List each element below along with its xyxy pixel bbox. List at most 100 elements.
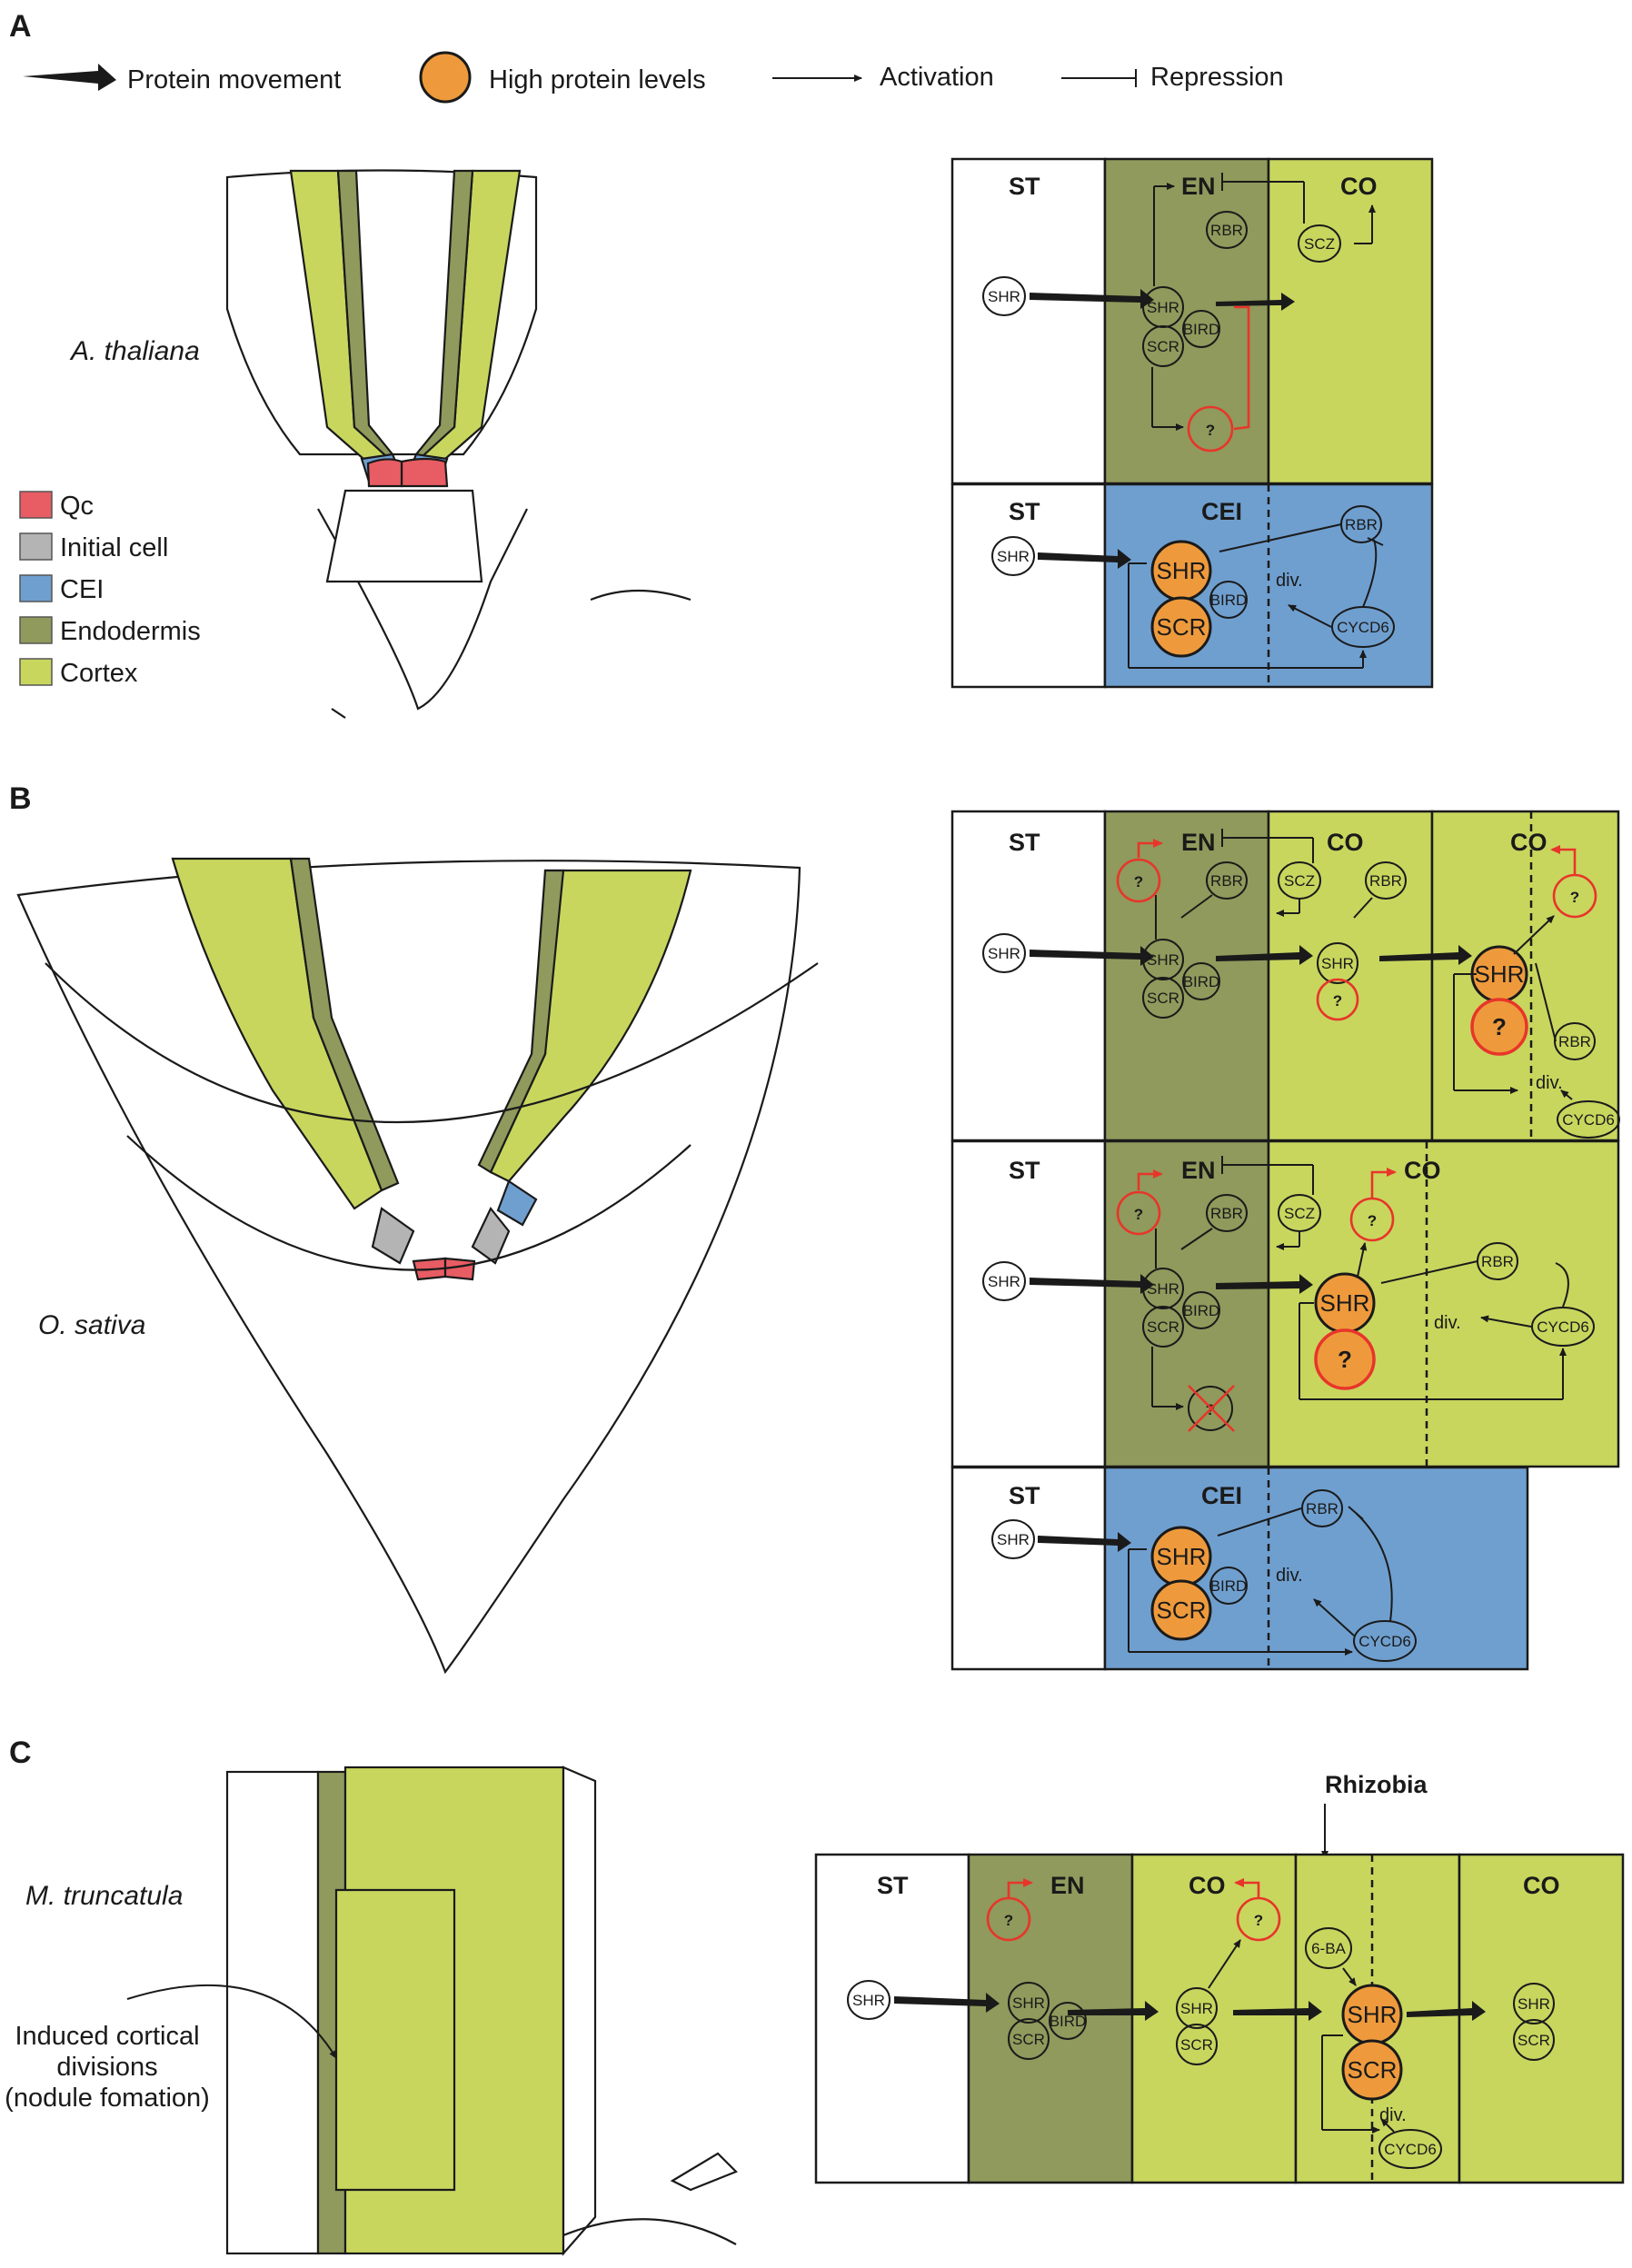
legend-swatch-cei bbox=[19, 574, 53, 602]
tissue-st: ST bbox=[1009, 1482, 1040, 1509]
node-unknown-en: ? bbox=[1004, 1912, 1013, 1929]
node-rbr-co: RBR bbox=[1481, 1253, 1514, 1270]
panel-letter-b: B bbox=[9, 781, 32, 816]
root-illustration-a bbox=[225, 169, 692, 719]
node-shr: SHR bbox=[988, 1273, 1020, 1290]
rhizobia-label: Rhizobia bbox=[1325, 1771, 1428, 1798]
node-shr-high: SHR bbox=[1348, 2001, 1398, 2028]
tissue-en: EN bbox=[1181, 1157, 1216, 1184]
schematic-b-row1: ST EN CO CO SHR ? RBR SHR SCR BIRD SCZ R… bbox=[950, 810, 1620, 1142]
node-shr-high: SHR bbox=[1320, 1289, 1370, 1317]
schematic-b-row3: ST CEI SHR SHR SCR BIRD RBR CYCD6 div. bbox=[950, 1466, 1529, 1671]
node-scz: SCZ bbox=[1304, 235, 1335, 253]
node-scr-co: SCR bbox=[1180, 2036, 1213, 2054]
node-rbr: RBR bbox=[1306, 1500, 1338, 1517]
node-unknown: ? bbox=[1206, 422, 1215, 439]
tissue-en: EN bbox=[1181, 173, 1216, 200]
legend-high-label: High protein levels bbox=[489, 65, 706, 94]
schematic-b-row2: ST EN CO SHR ? RBR SHR SCR BIRD ? SCZ ? … bbox=[950, 1139, 1620, 1468]
legend-swatch-initial bbox=[19, 532, 53, 561]
node-bird: BIRD bbox=[1210, 592, 1248, 609]
node-bird-en: BIRD bbox=[1183, 1302, 1220, 1319]
node-shr-en: SHR bbox=[1147, 1280, 1179, 1298]
node-shr-en: SHR bbox=[1147, 951, 1179, 969]
legend-repression-label: Repression bbox=[1150, 63, 1284, 92]
node-scz: SCZ bbox=[1284, 1205, 1315, 1222]
legend-movement-label: Protein movement bbox=[127, 65, 341, 94]
node-rbr-co2: RBR bbox=[1558, 1033, 1591, 1050]
root-illustration-b bbox=[16, 857, 819, 1675]
node-unknown: ? bbox=[1134, 1206, 1143, 1223]
node-unknown-high: ? bbox=[1338, 1346, 1352, 1373]
species-label-a: A. thaliana bbox=[69, 336, 200, 366]
tissue-co-2: CO bbox=[1510, 829, 1547, 856]
node-cycd6: CYCD6 bbox=[1562, 1111, 1615, 1129]
nodule-annotation: Induced cortical divisions (nodule fomat… bbox=[5, 1984, 337, 2113]
legend-qc: Qc bbox=[60, 492, 94, 521]
node-unknown-co: ? bbox=[1254, 1912, 1263, 1929]
node-bird: BIRD bbox=[1210, 1577, 1248, 1595]
species-label-b: O. sativa bbox=[38, 1310, 145, 1340]
div-label: div. bbox=[1276, 571, 1303, 591]
node-unknown: ? bbox=[1134, 873, 1143, 890]
legend-cortex: Cortex bbox=[60, 659, 138, 688]
node-rbr: RBR bbox=[1210, 222, 1243, 239]
schematic-c: Rhizobia ST EN CO CO SHR ? SHR SCR BIRD … bbox=[814, 1771, 1625, 2184]
tissue-cei: CEI bbox=[1201, 1482, 1242, 1509]
movement-arrow-symbol bbox=[23, 64, 116, 91]
legend: Protein movement High protein levels Act… bbox=[23, 51, 1284, 104]
tissue-st: ST bbox=[1009, 829, 1040, 856]
tissue-co: CO bbox=[1340, 173, 1378, 200]
legend-endodermis: Endodermis bbox=[60, 617, 201, 646]
tissue-en: EN bbox=[1181, 829, 1216, 856]
panel-letter-a: A bbox=[9, 9, 32, 44]
legend-swatch-qc bbox=[19, 491, 53, 519]
node-bird-en: BIRD bbox=[1183, 321, 1220, 338]
node-shr-en: SHR bbox=[1012, 1994, 1045, 2012]
cell-type-legend: Qc Initial cell CEI Endodermis Cortex bbox=[19, 491, 201, 688]
node-shr: SHR bbox=[988, 288, 1020, 305]
node-shr: SHR bbox=[988, 945, 1020, 962]
node-scr-en: SCR bbox=[1147, 990, 1179, 1007]
node-unknown-high: ? bbox=[1492, 1013, 1507, 1040]
node-shr-co: SHR bbox=[1321, 955, 1354, 972]
node-shr: SHR bbox=[997, 1531, 1030, 1548]
node-rbr: RBR bbox=[1210, 1205, 1243, 1222]
tissue-co: CO bbox=[1327, 829, 1364, 856]
node-bird-en: BIRD bbox=[1050, 2013, 1087, 2030]
node-shr: SHR bbox=[852, 1992, 885, 2009]
node-scr-en: SCR bbox=[1147, 338, 1179, 355]
legend-initial: Initial cell bbox=[60, 533, 168, 562]
node-cycd6: CYCD6 bbox=[1358, 1633, 1411, 1650]
node-unknown-co: ? bbox=[1333, 992, 1342, 1010]
div-label: div. bbox=[1434, 1313, 1461, 1333]
species-label-c: M. truncatula bbox=[25, 1881, 183, 1911]
node-shr-high: SHR bbox=[1157, 1543, 1207, 1570]
tissue-st: ST bbox=[877, 1872, 909, 1899]
node-scz: SCZ bbox=[1284, 872, 1315, 890]
node-rbr: RBR bbox=[1345, 516, 1378, 533]
node-shr-co2: SHR bbox=[1518, 1995, 1550, 2013]
node-bird-en: BIRD bbox=[1183, 973, 1220, 990]
tissue-cei: CEI bbox=[1201, 498, 1242, 525]
node-scr-en: SCR bbox=[1147, 1318, 1179, 1336]
node-scr-co2: SCR bbox=[1518, 2032, 1550, 2049]
tissue-co: CO bbox=[1404, 1157, 1441, 1184]
legend-swatch-endodermis bbox=[19, 616, 53, 644]
node-scr-high: SCR bbox=[1157, 1597, 1207, 1624]
div-label: div. bbox=[1536, 1073, 1563, 1093]
node-shr-high: SHR bbox=[1157, 557, 1207, 584]
node-scr-high: SCR bbox=[1157, 613, 1207, 641]
node-shr-co: SHR bbox=[1180, 2000, 1213, 2017]
node-cycd6: CYCD6 bbox=[1384, 2141, 1437, 2158]
tissue-en: EN bbox=[1050, 1872, 1085, 1899]
schematic-a-top: ST EN CO SHR RBR SCZ SHR SCR BIRD ? bbox=[950, 157, 1434, 485]
node-cycd6: CYCD6 bbox=[1537, 1318, 1589, 1336]
node-unknown-co: ? bbox=[1368, 1212, 1377, 1229]
legend-activation-label: Activation bbox=[880, 63, 994, 92]
legend-cei: CEI bbox=[60, 575, 104, 604]
tissue-st: ST bbox=[1009, 498, 1040, 525]
node-rbr: RBR bbox=[1210, 872, 1243, 890]
tissue-co-2: CO bbox=[1523, 1872, 1560, 1899]
